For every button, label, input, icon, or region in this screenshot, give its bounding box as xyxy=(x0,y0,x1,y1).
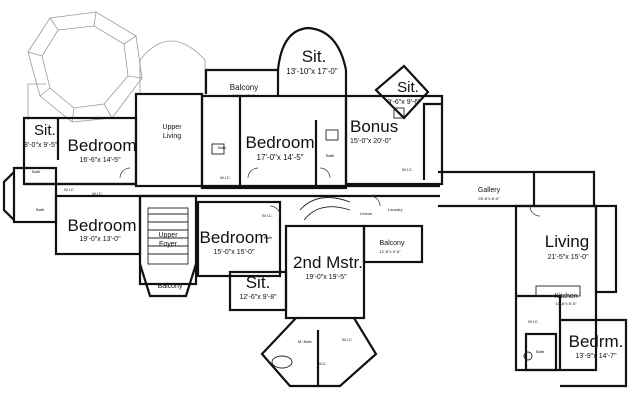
label-bath-left-top: Bath xyxy=(32,169,41,174)
room-sit-left-name: Sit. xyxy=(34,122,56,139)
room-bonus-dims: 15'-0"x 20'-0" xyxy=(350,138,392,145)
room-second-master-name: 2nd Mstr. xyxy=(293,253,363,272)
balcony-foyer-name: Balcony xyxy=(157,283,183,290)
kitchen-name: Kitchen xyxy=(554,293,578,300)
room-bedroom-topleft-dims: 16'-6"x 14'-5" xyxy=(79,157,121,164)
room-bedrm-name: Bedrm. xyxy=(568,332,624,351)
room-sit-right-dims: 9'-6"x 9'-6" xyxy=(387,99,421,106)
room-bedroom-topleft-name: Bedroom xyxy=(67,136,137,155)
room-bonus-name: Bonus xyxy=(350,117,399,136)
upper-foyer-line2: Foyer xyxy=(159,241,177,248)
room-bedroom-center-name: Bedroom xyxy=(245,133,315,152)
upper-foyer-line1: Upper xyxy=(158,232,178,239)
balcony-top-dims: 18'-0"x 11'-0" xyxy=(232,93,256,98)
room-sit-mid-name: Sit. xyxy=(245,273,271,292)
room-sit-right-name: Sit. xyxy=(397,79,419,96)
label-wic-center: W.I.C. xyxy=(220,175,231,180)
kitchen-dims: 10'-6"x 8'-0" xyxy=(555,301,577,306)
room-bedroom-left-name: Bedroom xyxy=(67,216,137,235)
room-living-name: Living xyxy=(544,232,590,251)
room-sit-mid-dims: 12'-6"x 9'-8" xyxy=(239,294,277,301)
label-laundry: Laundry xyxy=(388,207,403,212)
balcony-top-name: Balcony xyxy=(229,83,259,92)
label-bath-left-bottom: Bath xyxy=(36,207,45,212)
label-wc-master: W.C. xyxy=(318,361,327,366)
faint-outline-roof xyxy=(27,11,206,123)
stairs-and-fixtures xyxy=(147,107,581,369)
label-bath-right: Bath xyxy=(326,153,335,158)
gallery-name: Gallery xyxy=(477,187,501,194)
label-wic-guest: W.I.C. xyxy=(528,319,539,324)
label-wic-left-a: W.I.C. xyxy=(64,187,75,192)
gallery-dims: 25'-6"x 8'-0" xyxy=(478,196,500,201)
room-bedroom-mid-dims: 15'-0"x 15'-0" xyxy=(213,249,255,256)
walls xyxy=(2,26,628,388)
room-living-dims: 21'-5"x 15'-0" xyxy=(547,254,589,261)
balcony-mid-dims: 12'-6"x 9'-6" xyxy=(379,249,401,254)
room-sit-top-name: Sit. xyxy=(301,47,327,66)
label-wic-mid: W.I.C. xyxy=(262,213,273,218)
label-wic-master: W.I.C. xyxy=(342,337,353,342)
balcony-mid-name: Balcony xyxy=(379,240,405,247)
label-bath-mid: Bath xyxy=(264,235,273,240)
label-linens: Linens xyxy=(360,211,372,216)
label-wic-left-b: W.I.C. xyxy=(92,191,103,196)
room-second-master-dims: 19'-0"x 19'-5" xyxy=(305,274,347,281)
room-sit-top-dims: 13'-10"x 17'-0" xyxy=(286,67,338,76)
label-m-bath: M. Bath xyxy=(298,339,312,344)
room-bedrm-dims: 13'-9"x 14'-7" xyxy=(575,353,617,360)
room-sit-left-dims: 8'-0"x 9'-5" xyxy=(24,142,58,149)
label-bath-guest: Bath xyxy=(536,349,545,354)
doors xyxy=(119,167,541,217)
room-bedroom-left-dims: 19'-0"x 13'-0" xyxy=(79,236,121,243)
label-wic-right: W.I.C. xyxy=(402,167,413,172)
room-bedroom-center-dims: 17'-0"x 14'-5" xyxy=(256,153,304,162)
upper-living-line2: Living xyxy=(162,133,182,140)
room-bedroom-mid-name: Bedroom xyxy=(199,228,269,247)
label-bath-center: Bath xyxy=(218,145,227,150)
upper-living-line1: Upper xyxy=(162,124,182,131)
